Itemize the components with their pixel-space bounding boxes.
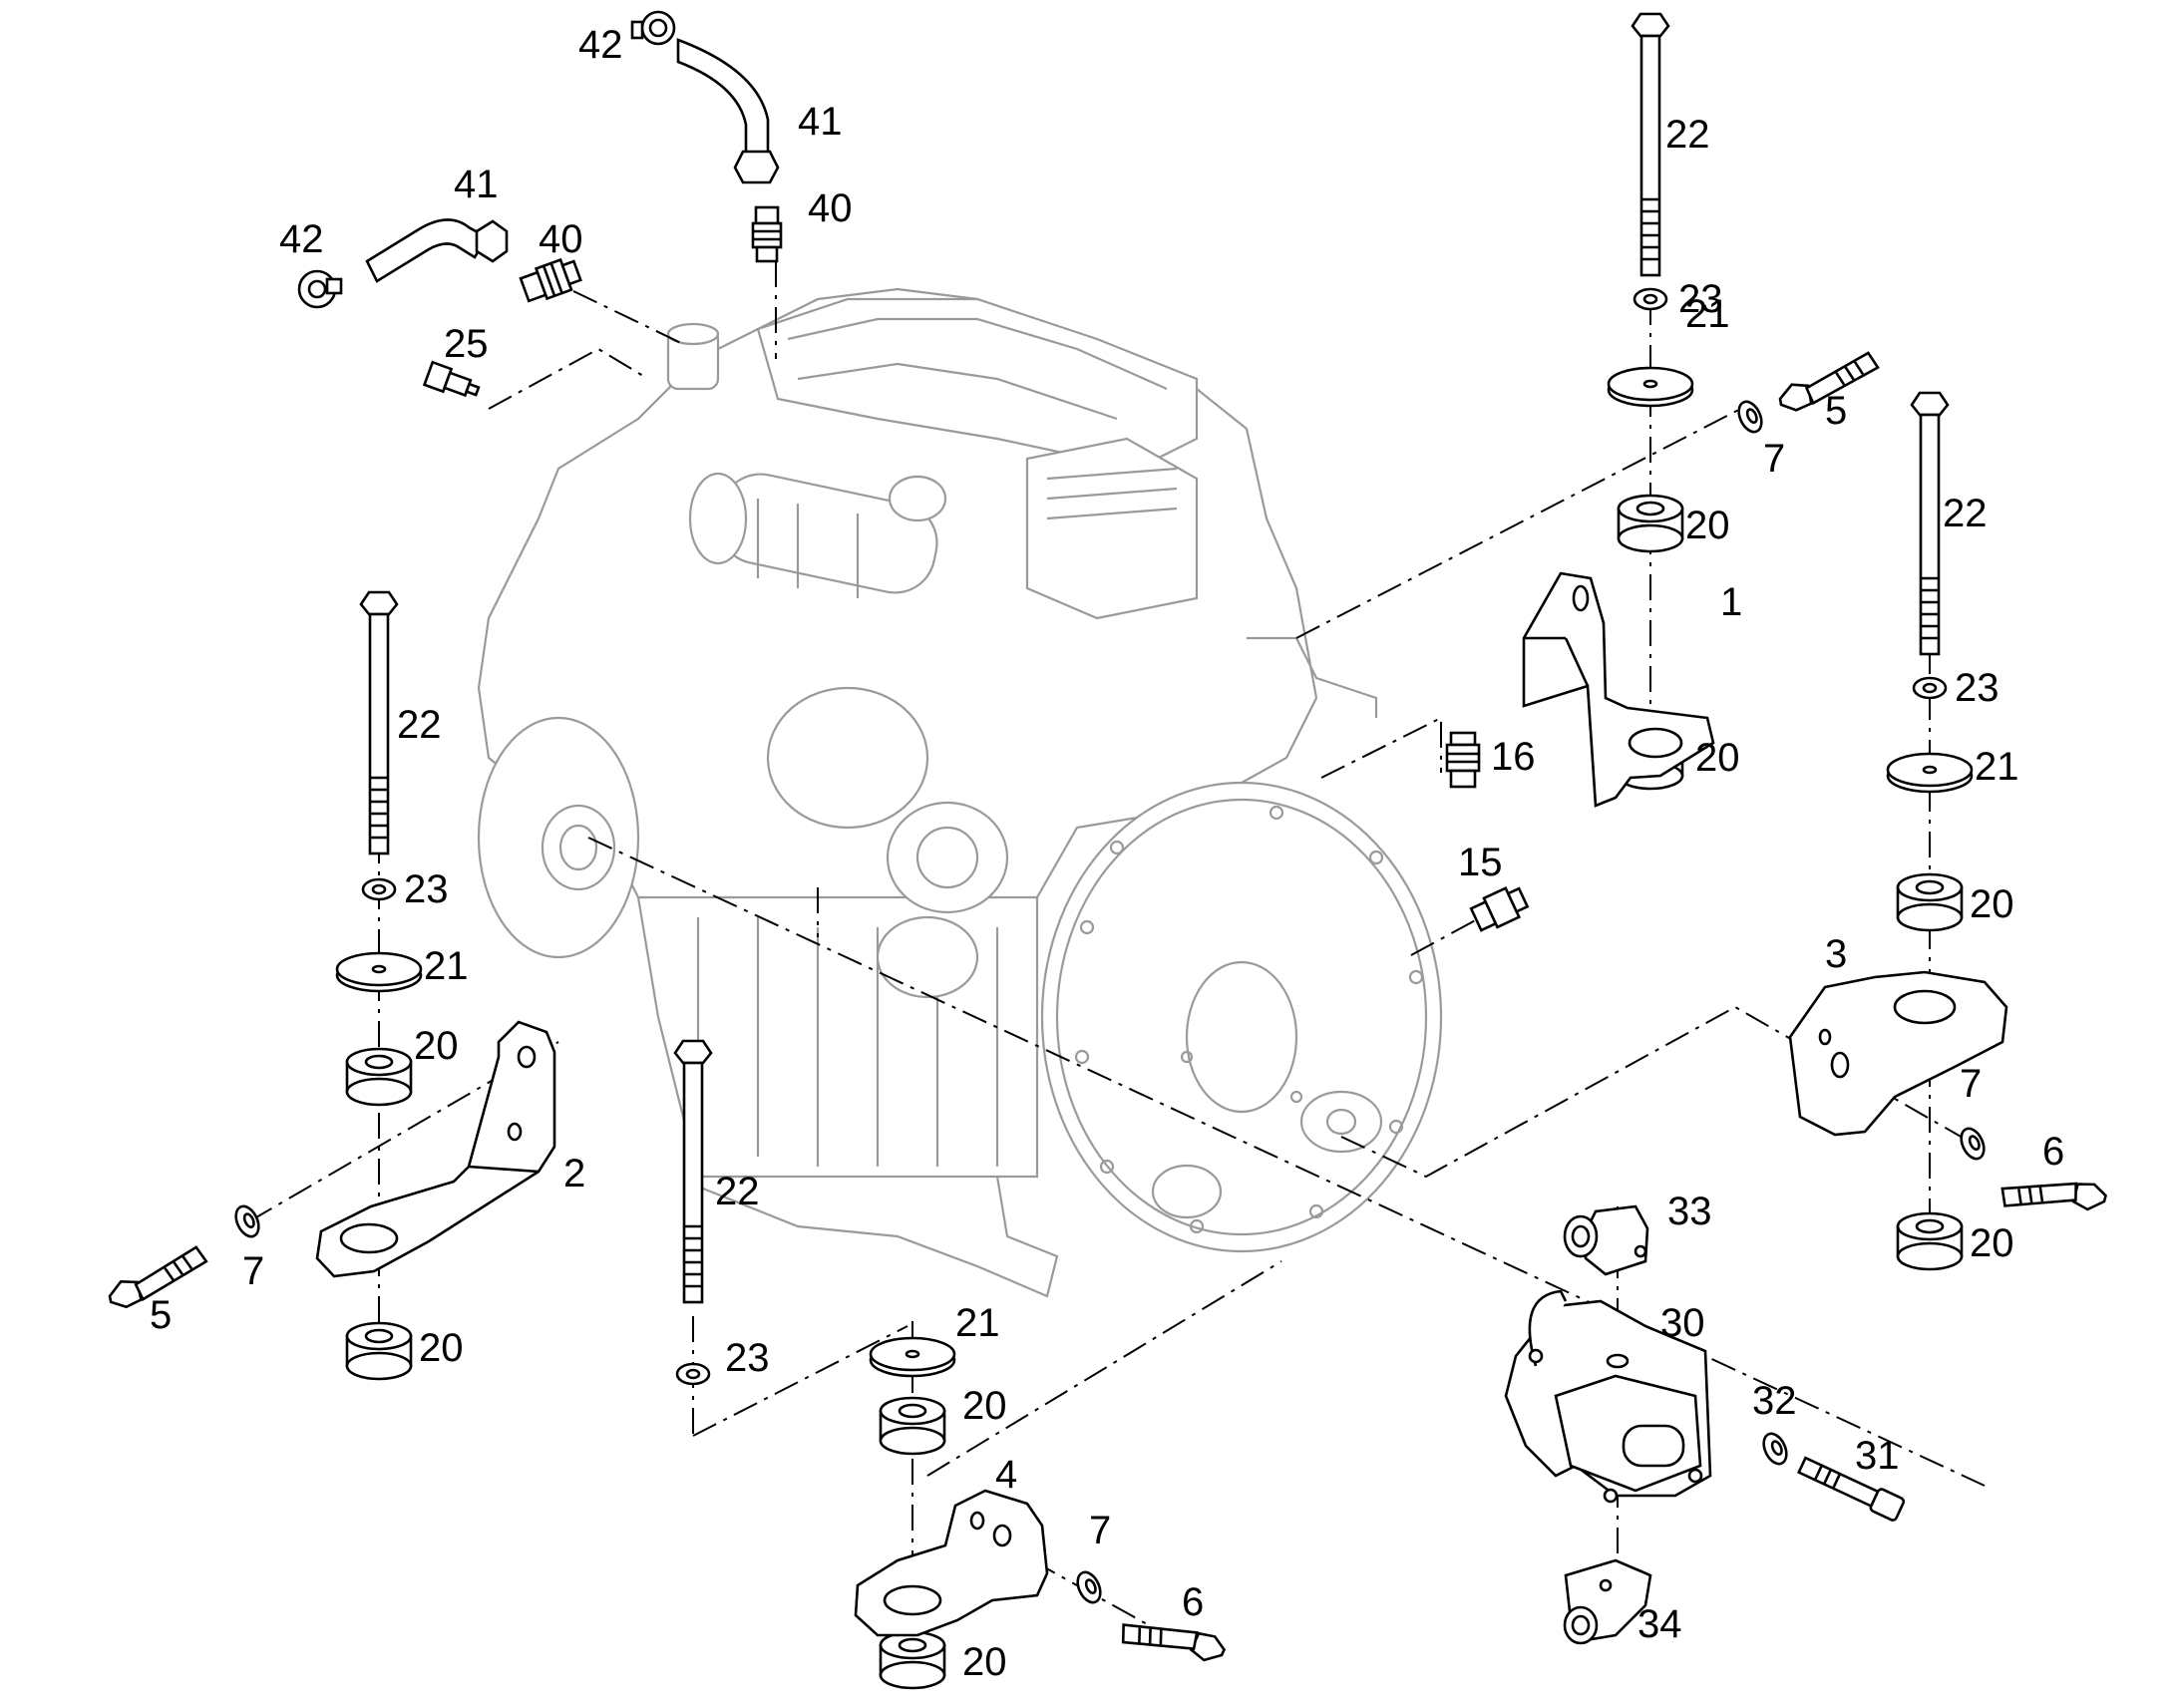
callout-21: 21: [424, 944, 469, 988]
callout-34: 34: [1637, 1602, 1682, 1646]
fitting-33: [1563, 1204, 1649, 1276]
callout-5: 5: [150, 1293, 172, 1337]
callout-22: 22: [1665, 113, 1710, 157]
callout-20: 20: [1970, 882, 2014, 926]
callout-22: 22: [715, 1170, 760, 1213]
callout-22: 22: [1943, 492, 1988, 535]
callout-6: 6: [1182, 1580, 1204, 1624]
callout-30: 30: [1660, 1301, 1705, 1345]
callout-2: 2: [563, 1152, 585, 1196]
callout-7: 7: [1960, 1062, 1982, 1106]
bracket-1: [1522, 571, 1715, 808]
callout-labels: 42 41 40 41 42 40 25 22 23 21 5 7 20 1 2…: [150, 23, 2064, 1684]
callout-7: 7: [1763, 437, 1785, 481]
callout-3: 3: [1825, 932, 1847, 976]
callout-40: 40: [808, 186, 853, 230]
callout-31: 31: [1855, 1434, 1900, 1478]
callout-21: 21: [1975, 745, 2019, 789]
sensor-25: [422, 360, 481, 398]
callout-4: 4: [995, 1453, 1017, 1497]
callout-40: 40: [539, 217, 583, 261]
callout-22: 22: [397, 703, 442, 747]
callout-23: 23: [725, 1336, 770, 1380]
callout-21: 21: [1685, 292, 1730, 336]
callout-20: 20: [1970, 1221, 2014, 1265]
callout-7: 7: [1089, 1509, 1111, 1552]
fitting-15: [1469, 886, 1530, 932]
pump-30: [1504, 1289, 1712, 1504]
bracket-3: [1788, 970, 2008, 1137]
callout-41: 41: [798, 100, 843, 144]
callout-15: 15: [1458, 841, 1503, 884]
callout-5: 5: [1825, 389, 1847, 433]
fitting-34: [1563, 1558, 1652, 1645]
callout-42: 42: [279, 217, 324, 261]
callout-1: 1: [1720, 580, 1742, 624]
hose-upper: [630, 10, 780, 184]
callout-42: 42: [578, 23, 623, 67]
bracket-2: [315, 1020, 556, 1278]
hose-fitting-40-lower: [519, 257, 582, 303]
callout-33: 33: [1667, 1190, 1712, 1233]
callout-21: 21: [955, 1301, 1000, 1345]
bracket-4: [854, 1489, 1049, 1637]
callout-23: 23: [404, 867, 449, 911]
callout-20: 20: [962, 1640, 1007, 1684]
callout-23: 23: [1955, 666, 1999, 710]
callout-41: 41: [454, 163, 499, 206]
callout-20: 20: [414, 1024, 459, 1068]
hose-fitting-40-upper: [751, 205, 783, 263]
callout-23: 23: [1678, 277, 1723, 321]
callout-7: 7: [242, 1249, 264, 1293]
callout-32: 32: [1752, 1379, 1797, 1423]
fitting-16: [1445, 731, 1481, 789]
engine-block: [477, 287, 1443, 1298]
callout-20: 20: [962, 1384, 1007, 1428]
bolt-22-left: [359, 590, 399, 855]
callout-20: 20: [419, 1326, 464, 1370]
callout-20: 20: [1685, 504, 1730, 547]
callout-25: 25: [444, 322, 489, 366]
callout-6: 6: [2042, 1130, 2064, 1174]
callout-20: 20: [1695, 736, 1740, 780]
callout-16: 16: [1491, 735, 1536, 779]
hose-lower: [297, 218, 509, 309]
bolt-22-top-right: [1631, 12, 1670, 277]
bolt-31: [1797, 1456, 1906, 1522]
